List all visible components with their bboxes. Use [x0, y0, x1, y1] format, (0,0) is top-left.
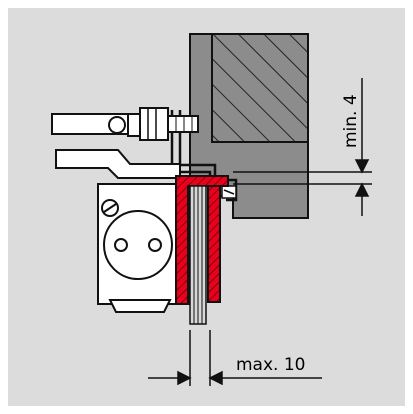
- red-bracket: [175, 175, 229, 305]
- min-gap-label: min. 4: [341, 94, 361, 148]
- drive-housing: [97, 183, 191, 313]
- curtain-strips: [189, 185, 207, 325]
- socket-hole-left: [114, 238, 128, 252]
- lower-arm: [55, 149, 181, 179]
- hatched-beam: [211, 33, 309, 143]
- max-width-label: max. 10: [236, 355, 305, 375]
- socket-hole-right: [148, 238, 162, 252]
- round-cover: [103, 210, 173, 280]
- dimension-max-width: [148, 330, 322, 386]
- rail-screw-icon: [221, 185, 237, 199]
- bolt-icon: [139, 107, 199, 141]
- dimension-min-gap: [233, 78, 372, 216]
